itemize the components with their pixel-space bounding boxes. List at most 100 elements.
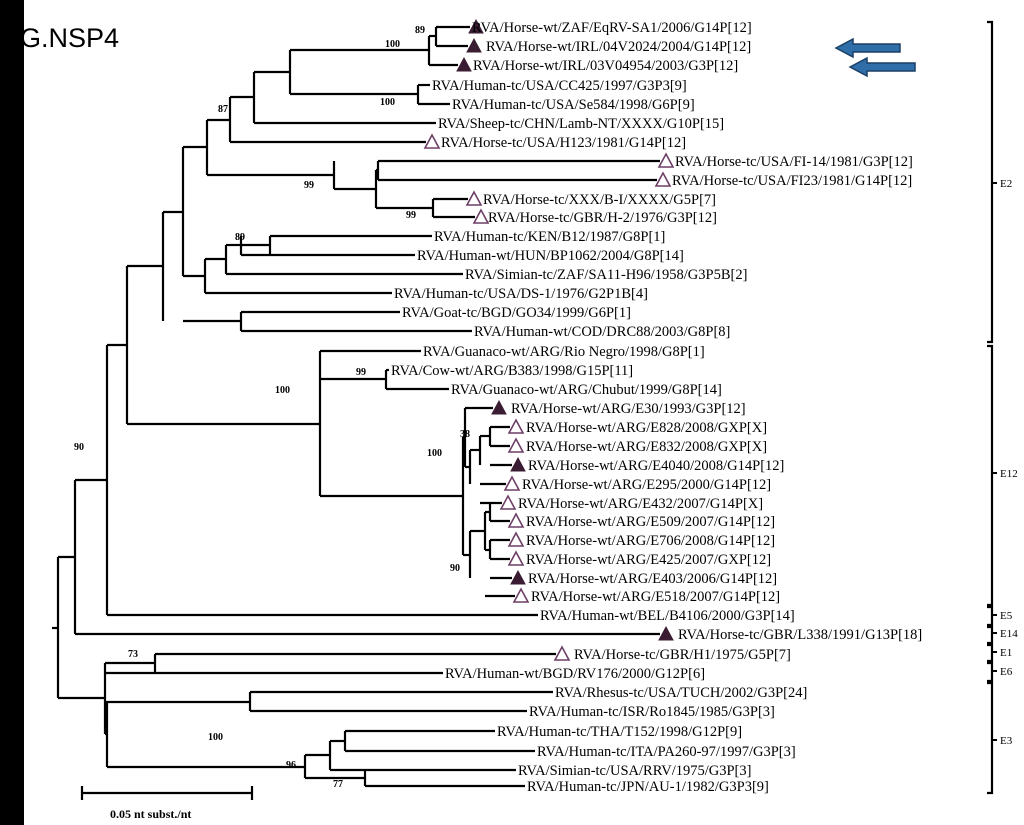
leaf-label: RVA/Horse-wt/ARG/E4040/2008/G14P[12] — [528, 458, 784, 474]
leaf-label: RVA/Human-tc/USA/CC425/1997/G3P3[9] — [432, 78, 687, 94]
leaf-label: RVA/Horse-wt/ARG/E403/2006/G14P[12] — [528, 571, 777, 587]
leaf-label: RVA/Human-tc/JPN/AU-1/1982/G3P3[9] — [527, 779, 769, 795]
leaf-label: RVA/Human-tc/ISR/Ro1845/1985/G3P[3] — [529, 704, 775, 720]
open-triangle-icon — [507, 550, 525, 566]
leaf-label: RVA/Human-tc/USA/DS-1/1976/G2P1B[4] — [394, 286, 648, 302]
leaf-label: RVA/Human-tc/ITA/PA260-97/1997/G3P[3] — [537, 744, 796, 760]
leaf-label: RVA/Horse-wt/ARG/E832/2008/GXP[X] — [526, 439, 767, 455]
leaf-label: RVA/Horse-wt/ARG/E30/1993/G3P[12] — [511, 401, 746, 417]
bootstrap-label: 100 — [380, 97, 395, 108]
bootstrap-label: 87 — [218, 104, 228, 115]
bootstrap-label: 89 — [235, 232, 245, 243]
leaf-label: RVA/Human-wt/BGD/RV176/2000/G12P[6] — [445, 666, 705, 682]
leaf-label: RVA/Rhesus-tc/USA/TUCH/2002/G3P[24] — [555, 685, 807, 701]
leaf-label: RVA/Human-wt/COD/DRC88/2003/G8P[8] — [474, 324, 730, 340]
leaf-label: RVA/Horse-tc/USA/FI23/1981/G14P[12] — [672, 173, 912, 189]
leaf-label: RVA/Horse-wt/ARG/E432/2007/G14P[X] — [518, 496, 763, 512]
leaf-label: RVA/Guanaco-wt/ARG/Rio Negro/1998/G8P[1] — [423, 344, 705, 360]
leaf-label: RVA/Human-tc/USA/Se584/1998/G6P[9] — [452, 97, 695, 113]
leaf-label: RVA/Horse-tc/USA/FI-14/1981/G3P[12] — [675, 154, 913, 170]
filled-triangle-icon — [468, 18, 484, 34]
leaf-label: RVA/Horse-wt/ARG/E425/2007/GXP[12] — [526, 552, 771, 568]
leaf-label: RVA/Horse-tc/XXX/B-I/XXXX/G5P[7] — [483, 192, 716, 208]
bootstrap-label: 90 — [74, 442, 84, 453]
open-triangle-icon — [472, 208, 490, 224]
bootstrap-label: 77 — [333, 779, 343, 790]
figure-panel — [24, 0, 1024, 825]
genotype-label: E3 — [1000, 735, 1013, 747]
genotype-label: E1 — [1000, 647, 1012, 659]
leaf-label: RVA/Human-tc/THA/T152/1998/G12P[9] — [497, 724, 742, 740]
leaf-label: RVA/Horse-wt/IRL/04V2024/2004/G14P[12] — [486, 39, 751, 55]
genotype-bracket — [987, 625, 994, 645]
genotype-bracket — [987, 344, 994, 607]
genotype-label: E12 — [1000, 468, 1018, 480]
genotype-label: E5 — [1000, 610, 1013, 622]
highlight-arrows — [834, 37, 916, 78]
open-triangle-icon — [507, 512, 525, 528]
filled-triangle-icon — [466, 37, 482, 53]
genotype-bracket — [987, 20, 994, 344]
leaf-label: RVA/Human-wt/HUN/BP1062/2004/G8P[14] — [417, 248, 684, 264]
leaf-label: RVA/Horse-wt/ZAF/EqRV-SA1/2006/G14P[12] — [472, 20, 752, 36]
leaf-label: RVA/Horse-wt/ARG/E509/2007/G14P[12] — [526, 514, 775, 530]
open-triangle-icon — [507, 437, 525, 453]
left-arrow-icon — [834, 37, 901, 59]
leaf-label: RVA/Guanaco-wt/ARG/Chubut/1999/G8P[14] — [451, 382, 722, 398]
genotype-label: E6 — [1000, 666, 1013, 678]
bootstrap-label: 99 — [304, 180, 314, 191]
genotype-label: E14 — [1000, 628, 1018, 640]
bootstrap-label: 99 — [356, 367, 366, 378]
scale-label: 0.05 nt subst./nt — [110, 807, 191, 821]
genotype-bracket — [987, 661, 994, 683]
bootstrap-label: 100 — [208, 732, 223, 743]
filled-triangle-icon — [510, 569, 526, 585]
leaf-label: RVA/Horse-wt/ARG/E828/2008/GXP[X] — [526, 420, 767, 436]
filled-triangle-icon — [456, 56, 472, 72]
leaf-label: RVA/Human-wt/BEL/B4106/2000/G3P[14] — [540, 608, 795, 624]
genotype-label: E2 — [1000, 178, 1012, 190]
bootstrap-label: 99 — [406, 210, 416, 221]
bootstrap-label: 73 — [128, 649, 138, 660]
leaf-label: RVA/Sheep-tc/CHN/Lamb-NT/XXXX/G10P[15] — [438, 116, 724, 132]
open-triangle-icon — [465, 190, 483, 206]
filled-triangle-icon — [658, 625, 674, 641]
scale-bar: 0.05 nt subst./nt — [80, 786, 254, 821]
genotype-bracket — [987, 681, 994, 795]
left-arrow-icon — [848, 56, 916, 78]
bootstrap-label: 100 — [427, 448, 442, 459]
open-triangle-icon — [507, 531, 525, 547]
strain-markers — [423, 18, 675, 661]
open-triangle-icon — [512, 587, 530, 603]
open-triangle-icon — [503, 475, 521, 491]
bootstrap-label: 96 — [286, 760, 296, 771]
open-triangle-icon — [499, 494, 517, 510]
open-triangle-icon — [507, 418, 525, 434]
leaf-label: RVA/Simian-tc/ZAF/SA11-H96/1958/G3P5B[2] — [465, 267, 747, 283]
filled-triangle-icon — [491, 399, 507, 415]
bootstrap-label: 100 — [275, 385, 290, 396]
leaf-label: RVA/Horse-tc/USA/H123/1981/G14P[12] — [441, 135, 686, 151]
leaf-label: RVA/Horse-tc/GBR/H1/1975/G5P[7] — [574, 647, 791, 663]
bootstrap-label: 100 — [385, 39, 400, 50]
leaf-label: RVA/Simian-tc/USA/RRV/1975/G3P[3] — [518, 763, 751, 779]
leaf-label: RVA/Horse-tc/GBR/L338/1991/G13P[18] — [678, 627, 922, 643]
genotype-bracket — [987, 643, 994, 663]
open-triangle-icon — [423, 133, 441, 149]
leaf-label: RVA/Human-tc/KEN/B12/1987/G8P[1] — [434, 229, 665, 245]
leaf-label: RVA/Cow-wt/ARG/B383/1998/G15P[11] — [391, 363, 633, 379]
leaf-label: RVA/Horse-tc/GBR/H-2/1976/G3P[12] — [488, 210, 717, 226]
open-triangle-icon — [657, 152, 675, 168]
leaf-label: RVA/Goat-tc/BGD/GO34/1999/G6P[1] — [402, 305, 631, 321]
bootstrap-label: 38 — [460, 429, 470, 440]
tree-branches — [52, 25, 660, 788]
leaf-label: RVA/Horse-wt/ARG/E518/2007/G14P[12] — [531, 589, 780, 605]
leaf-label: RVA/Horse-wt/IRL/03V04954/2003/G3P[12] — [473, 58, 738, 74]
open-triangle-icon — [654, 171, 672, 187]
bootstrap-label: 89 — [415, 25, 425, 36]
filled-triangle-icon — [510, 456, 526, 472]
